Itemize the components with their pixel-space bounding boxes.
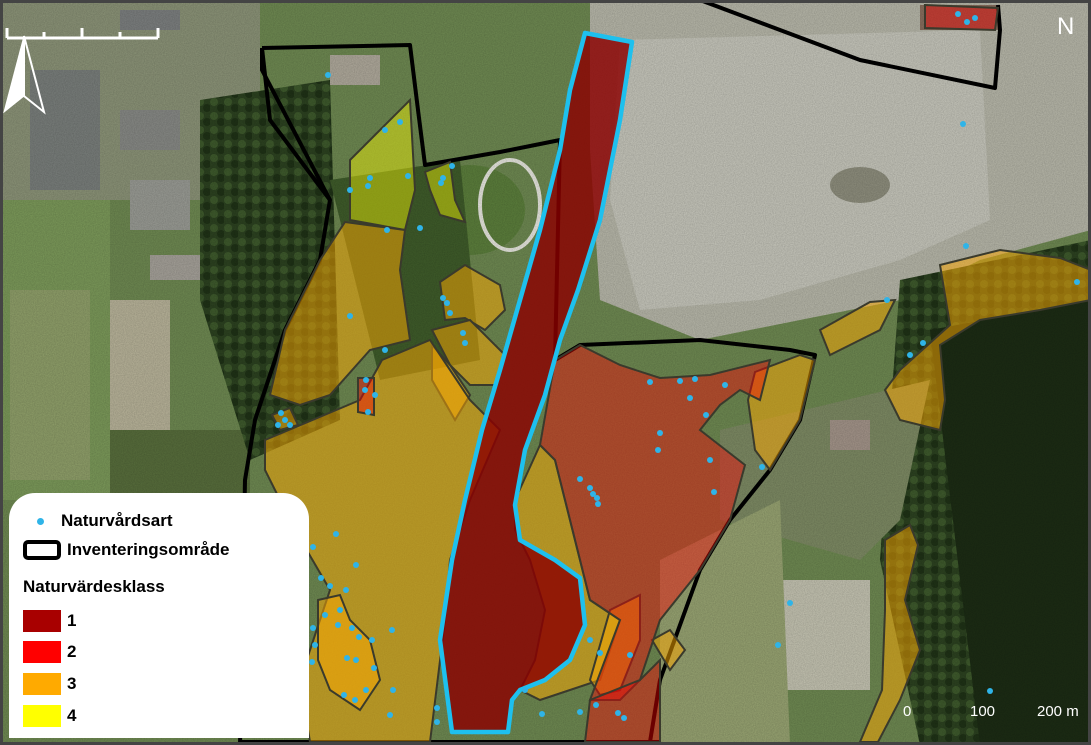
legend-class-4-label: 4 (67, 706, 77, 725)
value-class-1-area (437, 30, 635, 735)
species-point-icon (37, 517, 44, 525)
scale-label-200: 200 m (1037, 703, 1079, 720)
legend-class-4-row: 4 (23, 705, 76, 727)
legend-class-2-label: 2 (67, 642, 77, 661)
map-legend: Naturvårdsart Inventeringsområde Naturvä… (9, 493, 309, 738)
scale-label-0: 0 (903, 703, 912, 720)
legend-inventory-label: Inventeringsområde (67, 540, 230, 559)
class-4-swatch (23, 705, 61, 727)
class-3-swatch (23, 673, 61, 695)
species-points (275, 11, 1080, 725)
legend-class-2-row: 2 (23, 641, 76, 663)
value-class-2-areas (357, 3, 1000, 743)
scale-label-100: 100 (970, 703, 996, 720)
legend-species-label: Naturvårdsart (61, 511, 173, 530)
legend-class-1-label: 1 (67, 611, 77, 630)
legend-class-1-row: 1 (23, 610, 76, 632)
legend-class-heading: Naturvärdesklass (23, 577, 165, 596)
legend-inventory-row: Inventeringsområde (23, 540, 230, 560)
class-2-swatch (23, 641, 61, 663)
scale-bar (5, 28, 160, 40)
legend-species-row: Naturvårdsart (23, 511, 173, 531)
legend-class-3-row: 3 (23, 673, 76, 695)
inventory-outline-icon (23, 540, 61, 560)
north-arrow-label: N (1057, 13, 1075, 40)
north-arrow-icon (3, 35, 46, 115)
class-1-swatch (23, 610, 61, 632)
value-class-4-areas (349, 97, 467, 232)
legend-class-3-label: 3 (67, 674, 77, 693)
